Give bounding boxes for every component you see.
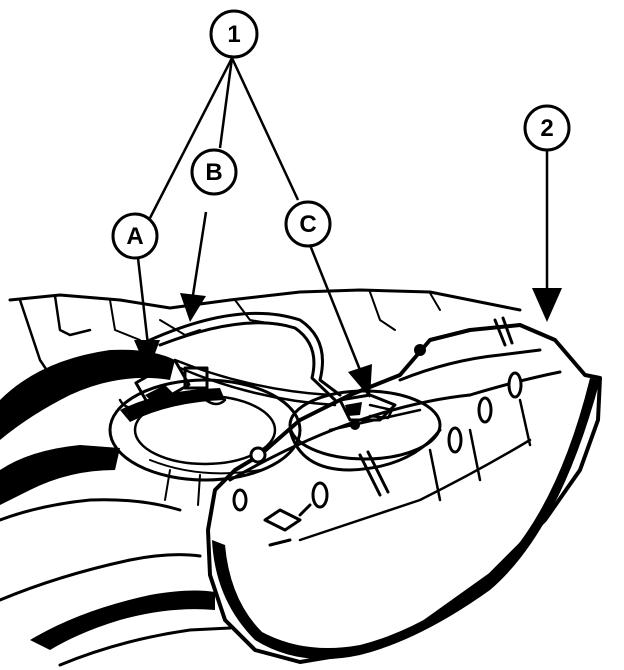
callout-1: 1 xyxy=(209,9,259,59)
arrow-a xyxy=(134,340,160,372)
callout-b: B xyxy=(190,148,238,196)
callout-a-label: A xyxy=(126,223,143,250)
callout-1-label: 1 xyxy=(227,21,240,48)
clockspring-connectors xyxy=(118,311,342,410)
callout-leaders xyxy=(134,57,562,398)
arrow-2 xyxy=(532,288,562,322)
callout-c-label: C xyxy=(299,211,316,238)
airbag-module xyxy=(206,316,602,664)
steering-wheel-background xyxy=(0,288,522,667)
callout-c: C xyxy=(284,200,332,248)
callout-a: A xyxy=(111,212,159,260)
callout-b-label: B xyxy=(205,159,222,186)
arrow-c xyxy=(348,364,372,398)
callout-2: 2 xyxy=(523,104,571,152)
callout-2-label: 2 xyxy=(540,115,553,142)
arrow-b xyxy=(180,293,206,322)
